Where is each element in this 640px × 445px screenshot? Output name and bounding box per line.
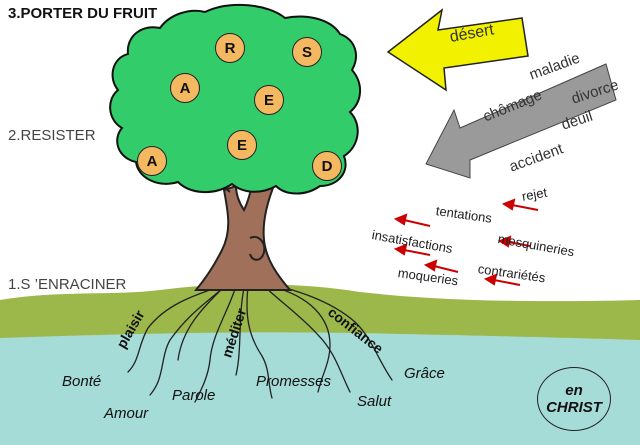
trunk-knot	[249, 236, 266, 261]
en-christ-badge: en CHRIST	[537, 367, 611, 431]
step-bear-fruit-label: 3.PORTER DU FRUIT	[8, 5, 158, 22]
step-resist-label: 2.RESISTER	[8, 127, 96, 144]
fruit-letter: S	[292, 37, 322, 67]
badge-line-1: en	[565, 381, 583, 399]
fruit-letter: A	[137, 146, 167, 176]
value-word: Promesses	[256, 373, 332, 390]
desert-arrow	[386, 8, 529, 92]
value-word: Bonté	[62, 373, 102, 390]
fruit-letter: R	[215, 33, 245, 63]
value-word: Salut	[357, 393, 392, 410]
step-root-label: 1.S ’ENRACINER	[8, 276, 127, 293]
tree-trunk	[193, 174, 293, 291]
badge-line-2: CHRIST	[546, 399, 602, 416]
value-word: Amour	[104, 405, 149, 422]
troubles-arrow	[425, 63, 617, 179]
tree-roots	[127, 281, 393, 403]
water-area	[0, 332, 640, 445]
fruit-letter: E	[254, 85, 284, 115]
temptation-arrows	[393, 198, 539, 286]
fruit-letter: A	[170, 73, 200, 103]
value-word: Grâce	[404, 365, 445, 382]
fruit-letter: E	[227, 130, 257, 160]
value-word: Parole	[172, 387, 216, 404]
fruit-letter: D	[312, 151, 342, 181]
